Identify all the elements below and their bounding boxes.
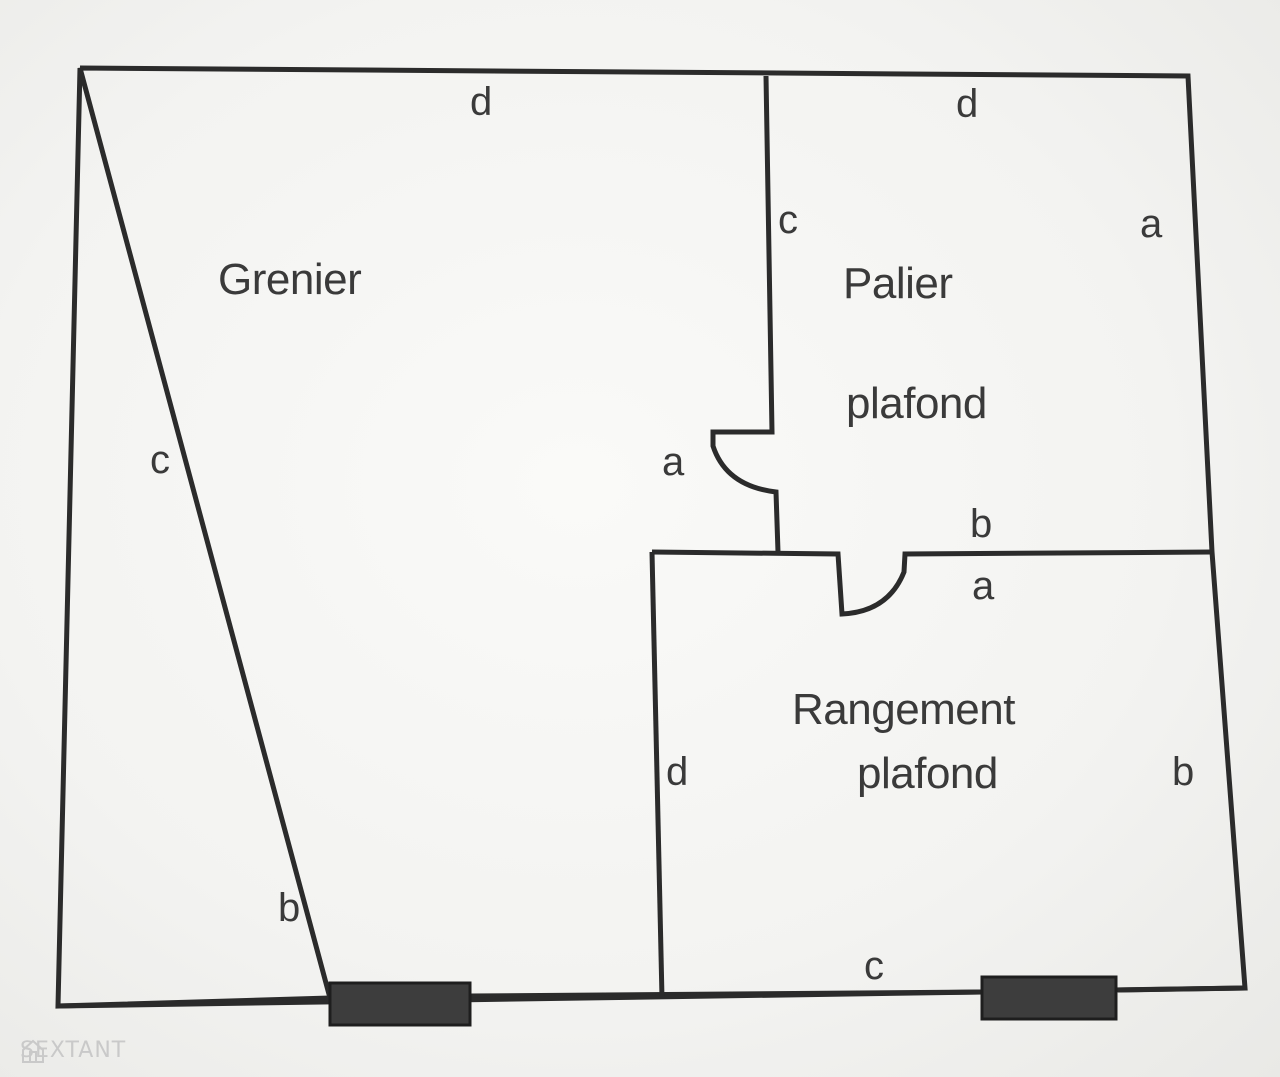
window-rangement	[980, 975, 1118, 1021]
wall-label-rangement-right: b	[1172, 750, 1195, 794]
watermark-text: SEXTANT	[20, 1038, 127, 1063]
watermark: SEXTANT	[20, 1038, 126, 1063]
room-rangement-sub-label: plafond	[857, 749, 998, 798]
wall-label-palier-left: c	[778, 198, 798, 242]
window-grenier	[328, 981, 472, 1027]
partition-palier-rangement	[651, 549, 1213, 617]
wall-label-rangement-bottom: c	[864, 944, 884, 988]
wall-label-palier-right: a	[1140, 202, 1163, 246]
partition-grenier-rangement	[649, 551, 665, 999]
wall-label-rangement-left: d	[666, 750, 689, 794]
wall-label-rangement-top: a	[972, 564, 995, 608]
house-icon	[22, 1039, 44, 1063]
wall-label-grenier-right: a	[662, 440, 685, 484]
wall-label-grenier-top: d	[470, 80, 493, 124]
room-rangement-label: Rangement	[792, 685, 1015, 734]
outer-wall	[55, 65, 1248, 1009]
room-grenier-label: Grenier	[218, 255, 362, 304]
room-palier-label: Palier	[843, 259, 953, 308]
wall-label-palier-bottom: b	[970, 502, 993, 546]
wall-label-grenier-left: c	[150, 438, 170, 482]
room-palier-sub-label: plafond	[846, 379, 987, 428]
wall-label-palier-top: d	[956, 82, 979, 126]
wall-label-grenier-bottom: b	[278, 886, 301, 930]
partition-grenier-palier	[710, 75, 781, 553]
